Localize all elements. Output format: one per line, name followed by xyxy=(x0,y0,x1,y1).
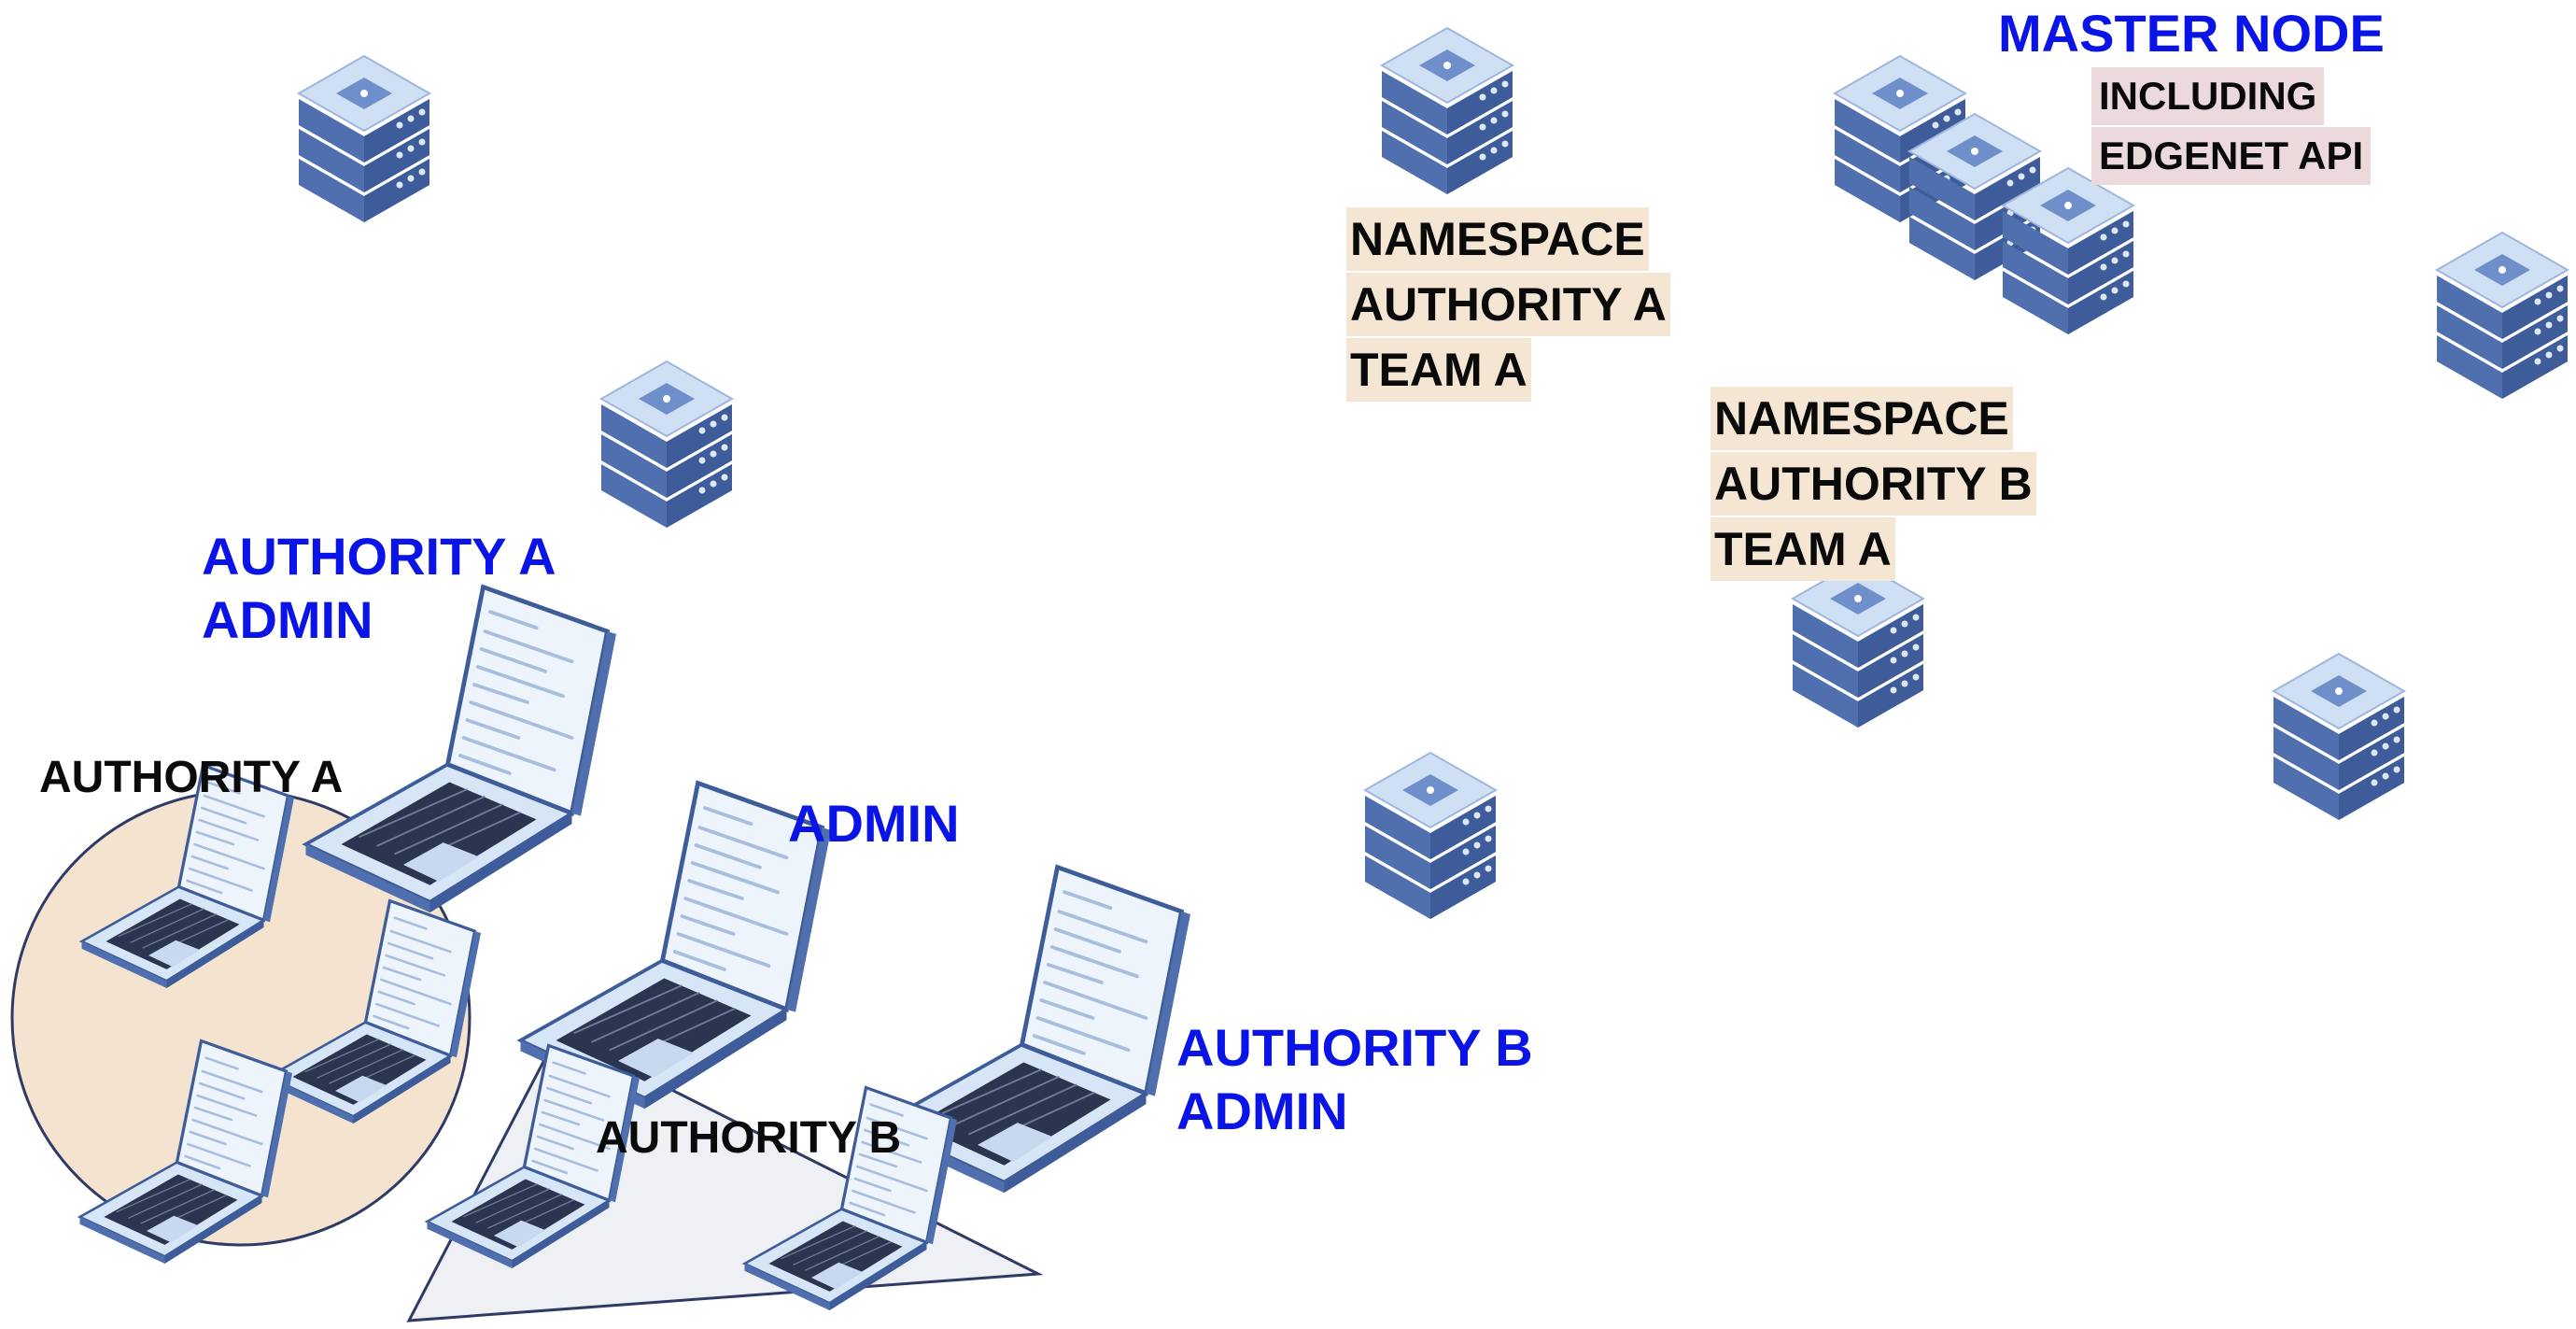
authority-b-group-label: AUTHORITY B xyxy=(596,1113,902,1163)
server-stack-icon xyxy=(1382,28,1513,194)
admin-label-line: AUTHORITY A xyxy=(202,527,556,586)
namespace-line: TEAM A xyxy=(1346,338,1531,402)
admin-label: ADMIN xyxy=(788,792,960,855)
namespace-line: TEAM A xyxy=(1710,517,1895,581)
master-node-subtitle-line: INCLUDING xyxy=(2091,67,2325,125)
authority-a-group-label: AUTHORITY A xyxy=(39,753,344,802)
namespace-authority-a-team-a: NAMESPACE AUTHORITY A TEAM A xyxy=(1346,207,1670,403)
namespace-line: AUTHORITY B xyxy=(1710,452,2036,516)
server-stack-icon xyxy=(1365,753,1496,919)
authority-a-admin-label: AUTHORITY A ADMIN xyxy=(202,525,556,652)
namespace-line: AUTHORITY A xyxy=(1346,273,1670,336)
server-stack-icon xyxy=(601,361,732,528)
server-stack-icon xyxy=(2273,654,2404,820)
master-node-subtitle-line: EDGENET API xyxy=(2091,127,2372,185)
namespace-authority-b-team-a: NAMESPACE AUTHORITY B TEAM A xyxy=(1710,387,2036,583)
server-stack-icon xyxy=(1793,561,1923,728)
namespace-line: NAMESPACE xyxy=(1346,207,1649,271)
master-node-title: MASTER NODE xyxy=(1998,4,2385,63)
master-node-subtitle: INCLUDING EDGENET API xyxy=(2091,67,2372,187)
server-stack-icon xyxy=(2437,233,2568,399)
authority-b-admin-label: AUTHORITY B ADMIN xyxy=(1176,1016,1533,1143)
admin-label-line: ADMIN xyxy=(1176,1082,1348,1140)
admin-label-line: AUTHORITY B xyxy=(1176,1018,1533,1077)
server-stack-icon xyxy=(299,56,429,222)
namespace-line: NAMESPACE xyxy=(1710,387,2013,450)
admin-label-line: ADMIN xyxy=(202,590,373,649)
admin-label-line: ADMIN xyxy=(788,794,960,853)
